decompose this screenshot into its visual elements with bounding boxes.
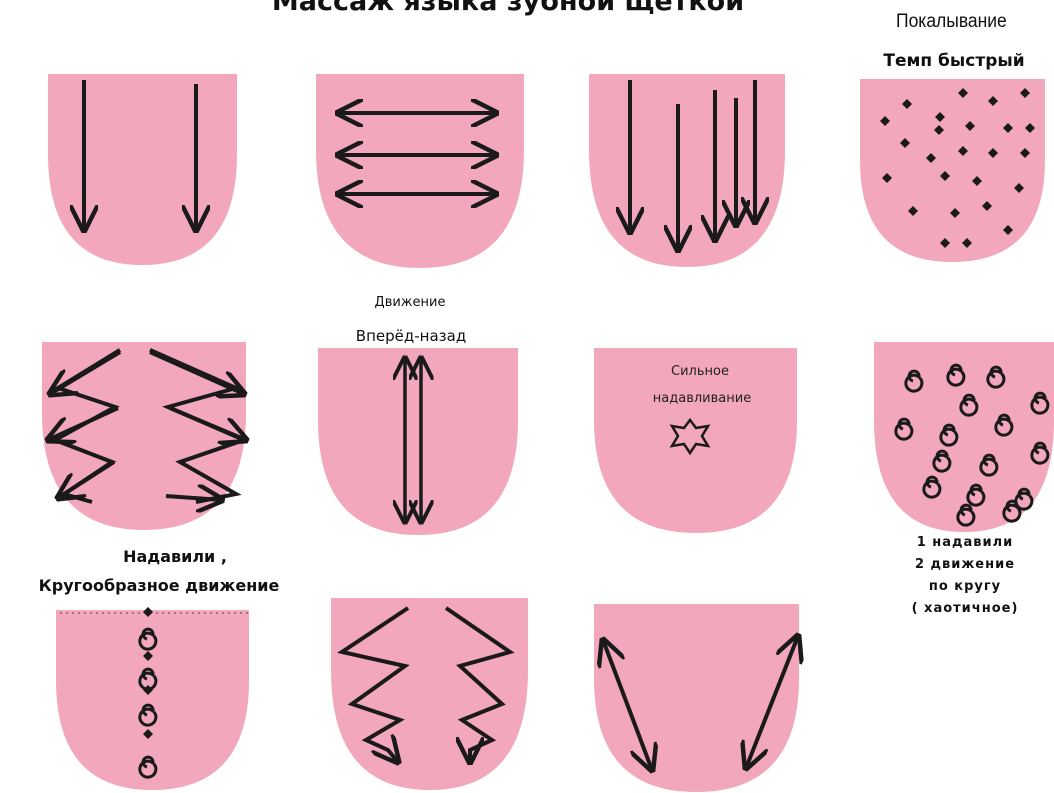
circular-motion-label: Кругообразное движение bbox=[0, 578, 318, 594]
chaotic-caption-line1: 1 надавили bbox=[870, 536, 1054, 549]
tongue-herringbone-strokes bbox=[42, 342, 246, 530]
diagram-title: Массаж языка зубной щёткой bbox=[258, 0, 758, 15]
tongue-downward-strokes bbox=[48, 74, 237, 265]
tongue-spirals bbox=[874, 342, 1054, 532]
tongue-multi-downward-strokes bbox=[589, 74, 785, 267]
back-forth-label: Вперёд-назад bbox=[316, 329, 506, 344]
tongue-horizontal-strokes bbox=[316, 74, 524, 268]
strong-press-label-line2: надавливание bbox=[604, 392, 800, 405]
tongue-zigzag-strokes bbox=[331, 598, 528, 790]
tongue-press-circular bbox=[56, 607, 250, 790]
tongue-tingling-dots bbox=[860, 79, 1045, 262]
tongue-diagonal-strokes bbox=[594, 604, 799, 792]
pressed-label: Надавили , bbox=[70, 549, 280, 565]
chaotic-caption-line4: ( хаотичное) bbox=[870, 602, 1054, 615]
tempo-label: Темп быстрый bbox=[852, 53, 1054, 70]
chaotic-caption-line2: 2 движение bbox=[870, 558, 1054, 571]
tingling-label: Покалывание bbox=[864, 12, 1039, 31]
strong-press-label-line1: Сильное bbox=[615, 365, 785, 378]
chaotic-caption-line3: по кругу bbox=[870, 580, 1054, 593]
motion-label: Движение bbox=[300, 296, 520, 309]
tongue-back-forth bbox=[318, 348, 518, 535]
